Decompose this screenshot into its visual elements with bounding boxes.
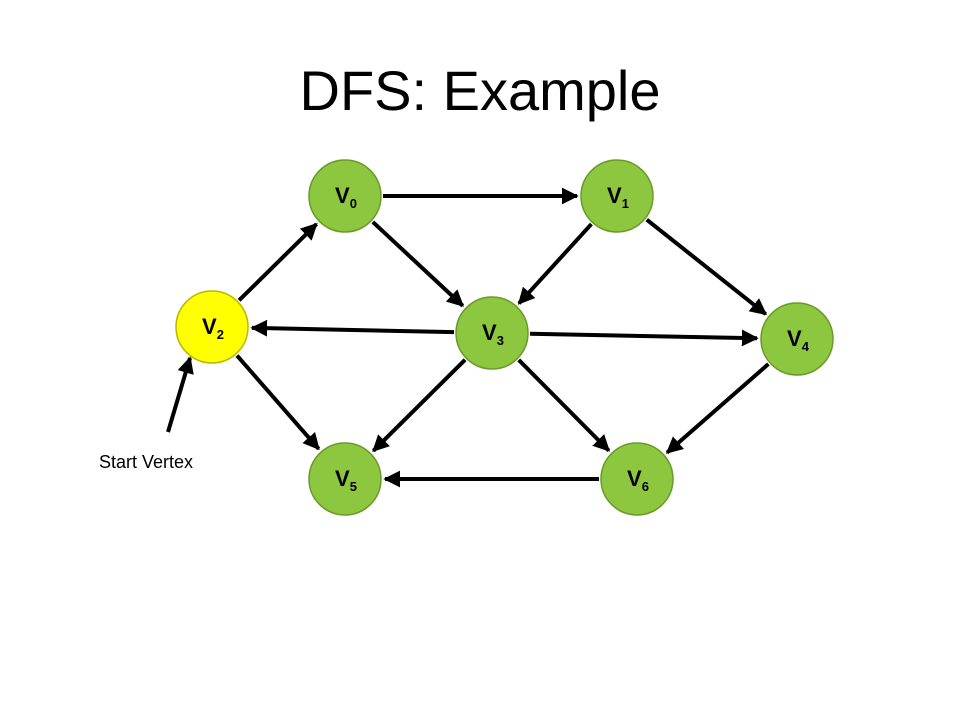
edge-v0-v3 [371, 220, 465, 308]
node-v6-label-base: V [627, 466, 642, 491]
node-v1: V1 [580, 159, 654, 233]
edge-v2-v5 [235, 354, 321, 451]
node-v6-label-subscript: 6 [642, 479, 649, 494]
node-v1-label: V1 [607, 183, 629, 211]
node-v0-label: V0 [335, 183, 357, 211]
edge-v1-v3 [517, 222, 593, 305]
node-v2-label: V2 [202, 314, 224, 342]
annotation-layer: Start Vertex [99, 356, 194, 472]
node-v4-circle [760, 302, 834, 376]
node-v2-label-subscript: 2 [217, 327, 224, 342]
node-v3-label-base: V [482, 320, 497, 345]
node-v3-circle [455, 296, 529, 370]
node-v4: V4 [760, 302, 834, 376]
node-v3: V3 [455, 296, 529, 370]
node-v1-label-base: V [607, 183, 622, 208]
node-v5-label-subscript: 5 [350, 479, 357, 494]
node-v5-label: V5 [335, 466, 357, 494]
edge-v3-v4 [529, 329, 759, 347]
node-v5-label-base: V [335, 466, 350, 491]
edge-v1-v4 [645, 218, 767, 316]
start-vertex-pointer-arrow [166, 356, 194, 433]
node-v3-label: V3 [482, 320, 504, 348]
edge-v2-v0 [237, 222, 318, 302]
node-v4-label-subscript: 4 [802, 339, 810, 354]
edge-v3-v2 [250, 319, 455, 337]
slide-title: DFS: Example [299, 59, 661, 122]
node-v0: V0 [308, 159, 382, 233]
node-v3-label-subscript: 3 [497, 333, 504, 348]
node-v5-circle [308, 442, 382, 516]
edge-v3-v5 [371, 358, 467, 453]
node-v0-circle [308, 159, 382, 233]
node-v4-label-base: V [787, 326, 802, 351]
node-v1-label-subscript: 1 [622, 196, 629, 211]
node-v2-label-base: V [202, 314, 217, 339]
node-v4-label: V4 [787, 326, 810, 354]
start-vertex-label: Start Vertex [99, 452, 193, 472]
edges-layer [235, 187, 770, 488]
node-v0-label-base: V [335, 183, 350, 208]
edge-v4-v6 [665, 362, 770, 455]
node-v6-label: V6 [627, 466, 649, 494]
node-v1-circle [580, 159, 654, 233]
node-v5: V5 [308, 442, 382, 516]
node-v6-circle [600, 442, 674, 516]
edge-v3-v6 [517, 358, 611, 453]
node-v2-circle [175, 290, 249, 364]
node-v0-label-subscript: 0 [350, 196, 357, 211]
node-v6: V6 [600, 442, 674, 516]
node-v2: V2 [175, 290, 249, 364]
